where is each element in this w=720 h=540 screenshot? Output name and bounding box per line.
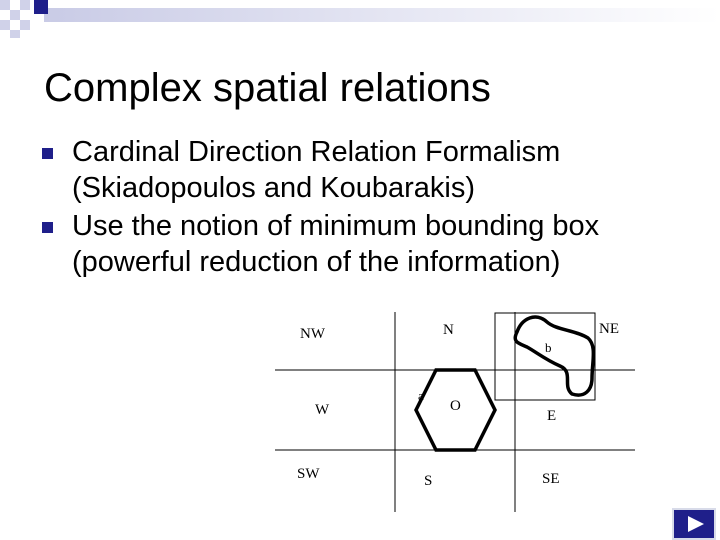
bullet-item: Use the notion of minimum bounding box (…: [42, 208, 702, 280]
region-b-blob: [513, 315, 596, 397]
label-s: S: [424, 473, 432, 489]
square-bullet-icon: [42, 222, 53, 233]
label-nw: NW: [300, 326, 326, 342]
label-a: a: [418, 388, 424, 403]
label-ne: NE: [599, 321, 619, 337]
label-e: E: [547, 408, 556, 424]
bullet-text: Cardinal Direction Relation Formalism (S…: [72, 136, 561, 204]
region-a-hexagon: [414, 368, 497, 452]
label-sw: SW: [297, 466, 320, 482]
label-se: SE: [542, 471, 560, 487]
next-slide-button[interactable]: [672, 508, 716, 540]
play-arrow-icon: [688, 516, 704, 532]
label-o: O: [450, 398, 461, 414]
label-n: N: [443, 322, 454, 338]
bullet-item: Cardinal Direction Relation Formalism (S…: [42, 134, 702, 206]
square-bullet-icon: [42, 148, 53, 159]
slide-title: Complex spatial relations: [44, 66, 491, 110]
bullet-list: Cardinal Direction Relation Formalism (S…: [42, 134, 702, 282]
decorative-top-bar: [0, 0, 720, 38]
label-w: W: [315, 402, 330, 418]
label-b: b: [545, 340, 552, 355]
bullet-text: Use the notion of minimum bounding box (…: [72, 210, 600, 278]
